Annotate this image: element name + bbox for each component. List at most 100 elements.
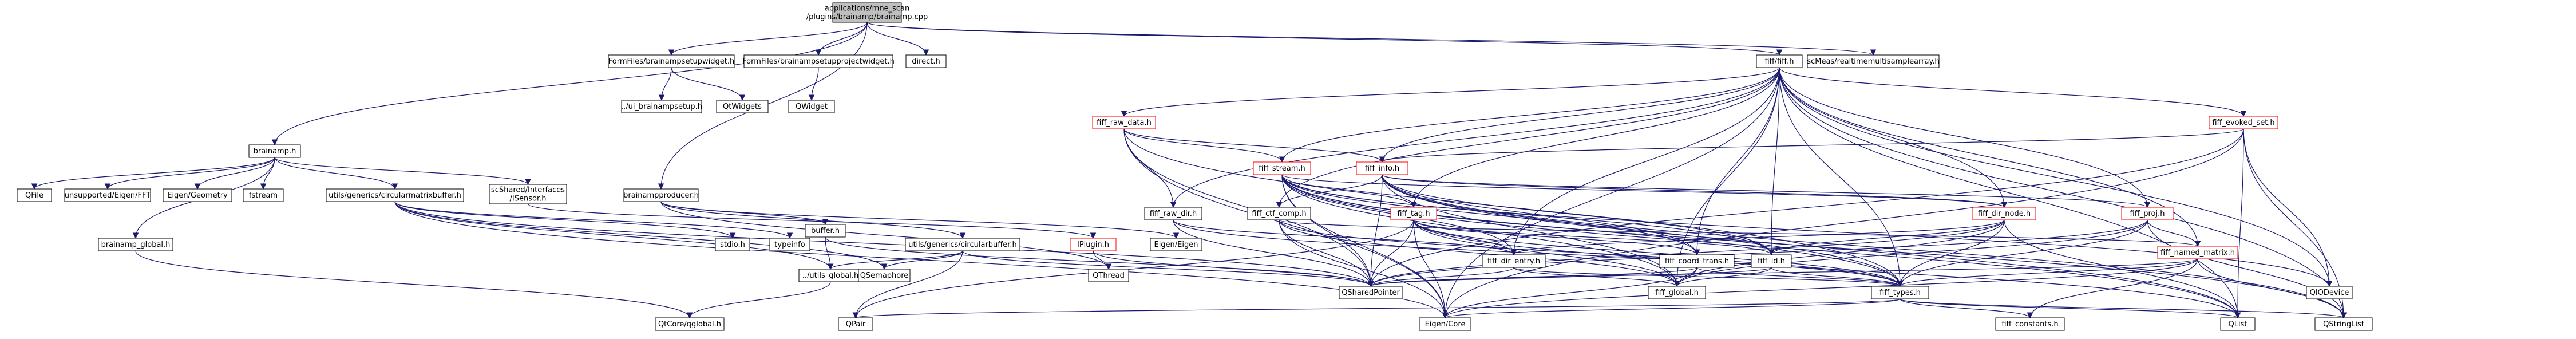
node-ui_brainampsetup_h[interactable]: ../ui_brainampsetup.h [621, 100, 702, 113]
node-box-fiff_info_h[interactable] [1356, 161, 1408, 175]
node-fiff_ctf_comp_h[interactable]: fiff_ctf_comp.h [1247, 207, 1311, 220]
node-fiff_proj_h[interactable]: fiff_proj.h [2121, 207, 2174, 220]
node-formfiles_setup_widget_h[interactable]: FormFiles/brainampsetupwidget.h [608, 54, 735, 68]
node-box-qiodevice[interactable] [2306, 286, 2353, 299]
node-box-fiff_stream_h[interactable] [1253, 161, 1311, 175]
node-box-qsemaphore[interactable] [858, 269, 911, 282]
node-box-fstream[interactable] [243, 188, 284, 202]
node-qsemaphore[interactable]: QSemaphore [858, 269, 911, 282]
node-fiff_id_h[interactable]: fiff_id.h [1751, 254, 1792, 268]
node-box-ui_brainampsetup_h[interactable] [621, 100, 702, 113]
node-fiff_constants_h[interactable]: fiff_constants.h [1995, 317, 2065, 331]
node-box-qtcore_global_h[interactable] [655, 317, 725, 331]
node-qshared_pointer[interactable]: QSharedPointer [1339, 286, 1403, 299]
node-qwidget[interactable]: QWidget [788, 100, 835, 113]
node-qthread[interactable]: QThread [1088, 269, 1129, 282]
node-formfiles_project_widget_h[interactable]: FormFiles/brainampsetupprojectwidget.h [742, 54, 895, 68]
node-box-unsupported_fft[interactable] [64, 188, 151, 202]
node-fiff_tag_h[interactable]: fiff_tag.h [1390, 207, 1437, 220]
node-fiff_dir_node_h[interactable]: fiff_dir_node.h [1972, 207, 2036, 220]
node-utils_global_h[interactable]: ../utils_global.h [798, 269, 862, 282]
node-box-fiff_evoked_set_h[interactable] [2209, 116, 2278, 129]
node-direct_h[interactable]: direct.h [905, 54, 947, 68]
node-circularmatrixbuffer_h[interactable]: utils/generics/circularmatrixbuffer.h [326, 188, 464, 202]
node-box-qshared_pointer[interactable] [1339, 286, 1403, 299]
node-fiff_raw_data_h[interactable]: fiff_raw_data.h [1092, 116, 1156, 129]
node-fiff_h[interactable]: fiff/fiff.h [1756, 54, 1803, 68]
node-brainampproducer_h[interactable]: brainampproducer.h [623, 188, 699, 202]
node-box-circularbuffer_h[interactable] [905, 238, 1020, 251]
node-box-eigen_geometry[interactable] [163, 188, 232, 202]
node-eigen_eigen[interactable]: Eigen/Eigen [1150, 238, 1202, 251]
node-box-fiff_global_h[interactable] [1648, 286, 1706, 299]
node-box-fiff_raw_dir_h[interactable] [1144, 207, 1202, 220]
node-box-fiff_ctf_comp_h[interactable] [1247, 207, 1311, 220]
node-box-qlist[interactable] [2220, 317, 2256, 331]
node-box-fiff_dir_entry_h[interactable] [1482, 254, 1546, 268]
node-fiff_global_h[interactable]: fiff_global.h [1648, 286, 1706, 299]
node-circularbuffer_h[interactable]: utils/generics/circularbuffer.h [905, 238, 1020, 251]
node-fiff_info_h[interactable]: fiff_info.h [1356, 161, 1408, 175]
node-fiff_evoked_set_h[interactable]: fiff_evoked_set.h [2209, 116, 2278, 129]
node-box-isensor[interactable] [489, 184, 567, 204]
node-isensor[interactable]: scShared/Interfaces/ISensor.h [489, 184, 567, 204]
node-box-eigen_core[interactable] [1419, 317, 1471, 331]
node-box-circularmatrixbuffer_h[interactable] [326, 188, 464, 202]
node-buffer_h[interactable]: buffer.h [805, 224, 846, 238]
node-fiff_stream_h[interactable]: fiff_stream.h [1253, 161, 1311, 175]
node-qtcore_global_h[interactable]: QtCore/qglobal.h [655, 317, 725, 331]
node-box-formfiles_project_widget_h[interactable] [743, 54, 893, 68]
node-box-root[interactable] [832, 2, 902, 23]
node-brainamp_h[interactable]: brainamp.h [248, 144, 301, 158]
node-box-fiff_coord_trans_h[interactable] [1659, 254, 1735, 268]
node-box-qstringlist[interactable] [2314, 317, 2373, 331]
node-box-formfiles_setup_widget_h[interactable] [608, 54, 735, 68]
node-fiff_named_matrix_h[interactable]: fiff_named_matrix.h [2157, 246, 2238, 259]
node-box-fiff_h[interactable] [1756, 54, 1803, 68]
node-fiff_coord_trans_h[interactable]: fiff_coord_trans.h [1659, 254, 1735, 268]
node-fstream[interactable]: fstream [243, 188, 284, 202]
node-qlist[interactable]: QList [2220, 317, 2256, 331]
node-qwidgets[interactable]: QtWidgets [716, 100, 769, 113]
node-box-brainamp_global_h[interactable] [98, 238, 173, 251]
node-box-iplugin_h[interactable] [1070, 238, 1117, 251]
node-unsupported_fft[interactable]: unsupported/Eigen/FFT [64, 188, 151, 202]
node-qiodevice[interactable]: QIODevice [2306, 286, 2353, 299]
node-box-fiff_tag_h[interactable] [1390, 207, 1437, 220]
node-typeinfo[interactable]: typeinfo [769, 238, 810, 251]
node-iplugin_h[interactable]: IPlugin.h [1070, 238, 1117, 251]
node-brainamp_global_h[interactable]: brainamp_global.h [98, 238, 173, 251]
node-box-direct_h[interactable] [905, 54, 947, 68]
node-qstringlist[interactable]: QStringList [2314, 317, 2373, 331]
node-box-buffer_h[interactable] [805, 224, 846, 238]
node-stdio_h[interactable]: stdio.h [715, 238, 750, 251]
node-qpair[interactable]: QPair [838, 317, 873, 331]
node-qfile[interactable]: QFile [17, 188, 52, 202]
node-box-qpair[interactable] [838, 317, 873, 331]
node-eigen_geometry[interactable]: Eigen/Geometry [163, 188, 232, 202]
node-fiff_dir_entry_h[interactable]: fiff_dir_entry.h [1482, 254, 1546, 268]
node-eigen_core[interactable]: Eigen/Core [1419, 317, 1471, 331]
node-box-brainampproducer_h[interactable] [623, 188, 699, 202]
node-box-qwidgets[interactable] [716, 100, 769, 113]
node-box-fiff_proj_h[interactable] [2121, 207, 2174, 220]
node-fiff_types_h[interactable]: fiff_types.h [1871, 286, 1929, 299]
node-box-fiff_dir_node_h[interactable] [1972, 207, 2036, 220]
node-box-qthread[interactable] [1088, 269, 1129, 282]
node-box-fiff_types_h[interactable] [1871, 286, 1929, 299]
node-box-typeinfo[interactable] [769, 238, 810, 251]
edge-fiff_ctf_comp_h-to-eigen_core [1279, 219, 1449, 319]
node-box-qfile[interactable] [17, 188, 52, 202]
node-box-qwidget[interactable] [788, 100, 835, 113]
node-box-fiff_constants_h[interactable] [1995, 317, 2065, 331]
node-box-scmeas_h[interactable] [1807, 54, 1940, 68]
node-scmeas_h[interactable]: scMeas/realtimemultisamplearray.h [1807, 54, 1940, 68]
node-box-brainamp_h[interactable] [248, 144, 301, 158]
node-box-fiff_named_matrix_h[interactable] [2157, 246, 2238, 259]
node-box-stdio_h[interactable] [715, 238, 750, 251]
node-box-eigen_eigen[interactable] [1150, 238, 1202, 251]
node-box-fiff_raw_data_h[interactable] [1092, 116, 1156, 129]
node-fiff_raw_dir_h[interactable]: fiff_raw_dir.h [1144, 207, 1202, 220]
node-box-fiff_id_h[interactable] [1751, 254, 1792, 268]
node-root[interactable]: applications/mne_scan/plugins/brainamp/b… [806, 2, 928, 23]
